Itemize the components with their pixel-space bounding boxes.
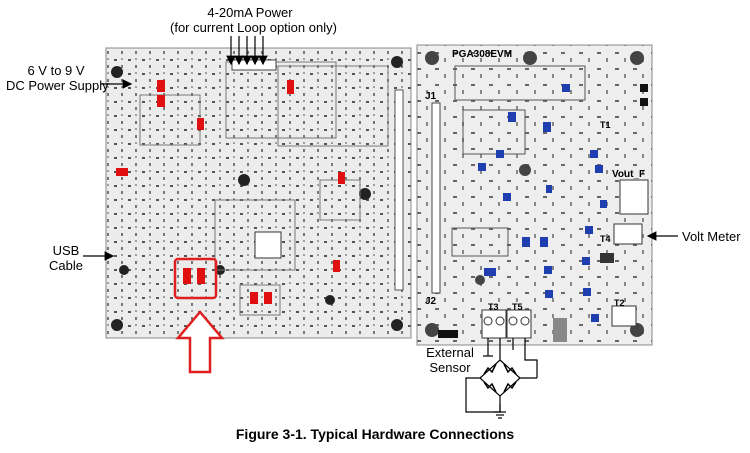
- label-t1: T1: [600, 120, 611, 130]
- power-label-line2: (for current Loop option only): [170, 20, 337, 35]
- external-sensor-label: External Sensor: [420, 345, 480, 375]
- label-t4: T4: [600, 234, 611, 244]
- figure-caption: Figure 3-1. Typical Hardware Connections: [235, 426, 515, 442]
- usb-line1: USB: [52, 243, 80, 258]
- label-vout-f: Vout_F: [612, 169, 646, 180]
- label-t2: T2: [614, 298, 625, 308]
- dc-supply-label: 6 V to 9 V DC Power Supply: [6, 63, 109, 93]
- label-j2: J2: [425, 296, 437, 307]
- external-sensor-line2: Sensor: [429, 360, 471, 375]
- board-title: PGA308EVM: [452, 49, 513, 60]
- dc-supply-line2: DC Power Supply: [6, 78, 109, 93]
- power-label-line1: 4-20mA Power: [207, 5, 293, 20]
- usb-label: USB Cable: [46, 243, 86, 273]
- power-label: 4-20mA Power (for current Loop option on…: [170, 5, 337, 35]
- connection-arrows: [83, 36, 678, 261]
- volt-meter-label: Volt Meter: [682, 229, 741, 244]
- sensor-bridge-icon: [465, 338, 538, 419]
- right-board: [416, 44, 653, 346]
- highlight-arrow-icon: [175, 310, 225, 374]
- label-t5: T5: [512, 302, 523, 312]
- dc-supply-line1: 6 V to 9 V: [27, 63, 85, 78]
- label-j1: J1: [425, 91, 437, 102]
- left-board: [105, 47, 412, 339]
- usb-line2: Cable: [49, 258, 83, 273]
- external-sensor-line1: External: [426, 345, 474, 360]
- label-t3: T3: [488, 302, 499, 312]
